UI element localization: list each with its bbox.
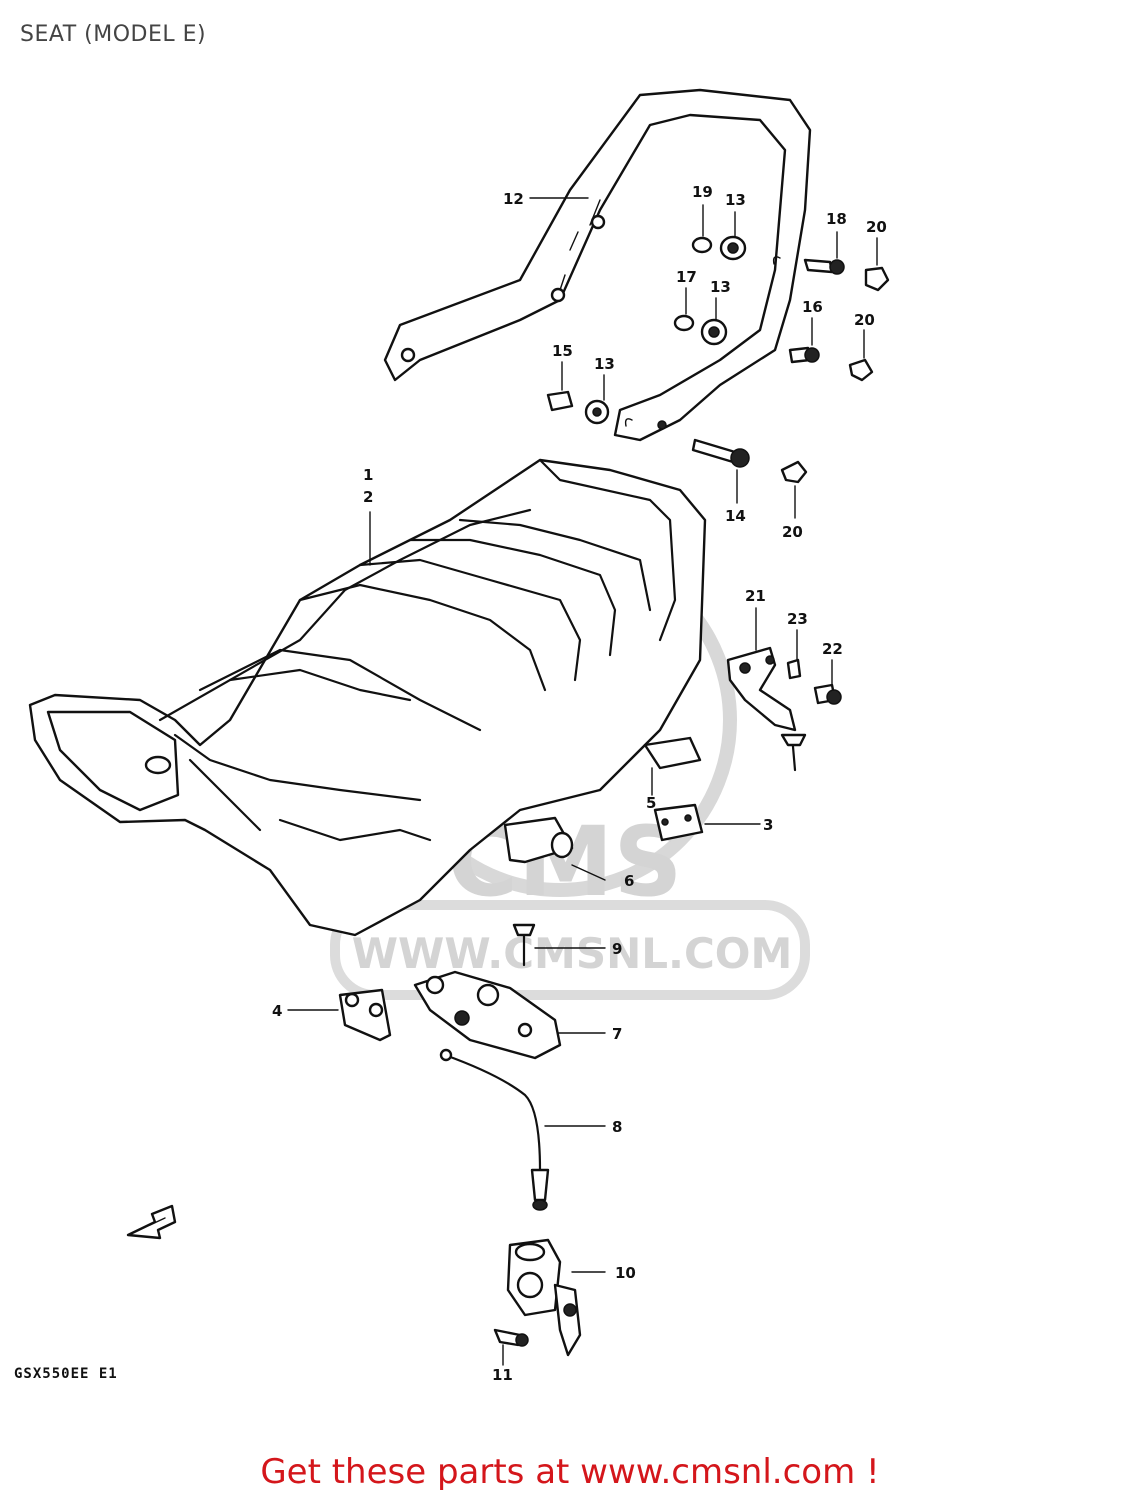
- callout-15: 15: [552, 342, 573, 360]
- callout-13-middle: 13: [710, 278, 731, 296]
- callout-5: 5: [646, 794, 656, 812]
- seat-lock-assembly: [338, 923, 582, 1357]
- callout-14: 14: [725, 507, 746, 525]
- callout-18: 18: [826, 210, 847, 228]
- callout-8: 8: [612, 1118, 622, 1136]
- grab-rail[interactable]: [383, 88, 812, 442]
- callout-7: 7: [612, 1025, 622, 1043]
- callout-labels: 1 2 3 4 5 6 7 8 9 10 11 12 13 13 13 14 1…: [272, 183, 887, 1384]
- model-code: GSX550EE E1: [14, 1366, 118, 1382]
- hardware-top: [546, 235, 890, 484]
- front-direction-arrow-icon: [126, 1204, 177, 1240]
- callout-17: 17: [676, 268, 697, 286]
- callout-10: 10: [615, 1264, 636, 1282]
- seat[interactable]: [28, 458, 707, 937]
- leader-lines: [287, 197, 878, 1366]
- callout-9: 9: [612, 940, 622, 958]
- callout-20-bottom: 20: [782, 523, 803, 541]
- callout-13-bottom: 13: [594, 355, 615, 373]
- callout-22: 22: [822, 640, 843, 658]
- page-title: SEAT (MODEL E): [20, 22, 207, 47]
- callout-11: 11: [492, 1366, 513, 1384]
- callout-23: 23: [787, 610, 808, 628]
- callout-2: 2: [363, 488, 373, 506]
- callout-20-top: 20: [866, 218, 887, 236]
- footer-parts-link[interactable]: Get these parts at www.cmsnl.com !: [260, 1452, 880, 1492]
- callout-6: 6: [624, 872, 634, 890]
- callout-3: 3: [763, 816, 773, 834]
- hinge-bracket: [726, 646, 842, 772]
- callout-19: 19: [692, 183, 713, 201]
- seat-pads: [503, 736, 704, 864]
- callout-12: 12: [503, 190, 524, 208]
- callout-16: 16: [802, 298, 823, 316]
- callout-20-middle: 20: [854, 311, 875, 329]
- callout-21: 21: [745, 587, 766, 605]
- callout-13-top: 13: [725, 191, 746, 209]
- callout-1: 1: [363, 466, 373, 484]
- watermark-url: WWW.CMSNL.COM: [352, 929, 793, 978]
- callout-4: 4: [272, 1002, 282, 1020]
